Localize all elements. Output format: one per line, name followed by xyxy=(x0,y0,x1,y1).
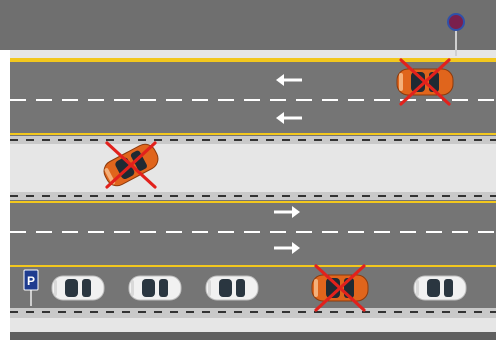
car-parked-5[interactable] xyxy=(413,275,467,301)
arrow-right-icon xyxy=(274,206,300,218)
parking-sign-icon: P xyxy=(23,269,39,306)
arrow-right-icon xyxy=(274,242,300,254)
top-curb xyxy=(10,50,496,60)
bottom-road-edge xyxy=(10,332,496,340)
arrow-left-icon xyxy=(276,112,302,124)
top-road-edge xyxy=(0,0,496,50)
sidewalk xyxy=(10,318,496,332)
car-parked-1[interactable] xyxy=(51,275,105,301)
median xyxy=(10,144,496,192)
lower-lanes xyxy=(10,200,496,270)
car-parked-3[interactable] xyxy=(205,275,259,301)
no-stopping-sign-icon xyxy=(447,13,465,56)
parking-sign-letter: P xyxy=(27,274,35,288)
arrow-left-icon xyxy=(276,74,302,86)
top-curb-dashes xyxy=(10,58,496,62)
car-parked-2[interactable] xyxy=(128,275,182,301)
